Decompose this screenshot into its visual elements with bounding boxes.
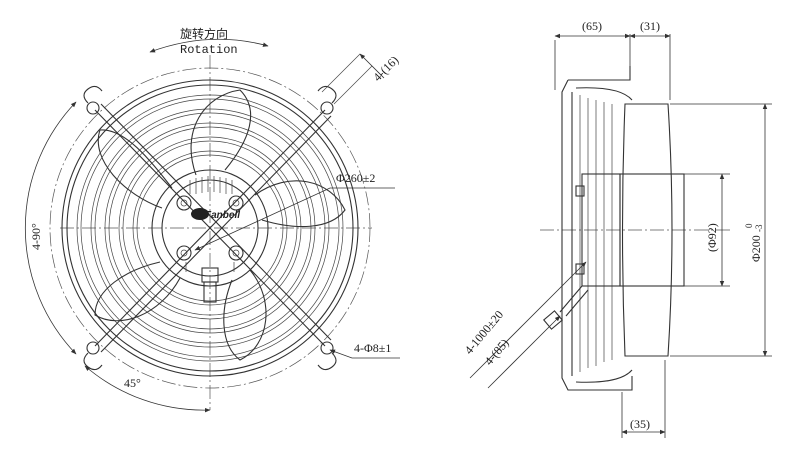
- guard-struts: [83, 85, 337, 371]
- diameter-frame-tol-lower: -3: [754, 224, 764, 232]
- mount-hole-marks: [86, 101, 334, 355]
- diameter-frame-main: Φ200: [749, 235, 763, 262]
- depth-motor-label: (31): [640, 19, 660, 33]
- hub-bolts: [176, 195, 244, 261]
- front-view: Fanbell 旋转方向 Rotation 4-90° 45° Φ260±2 4…: [25, 26, 401, 413]
- side-cable: [543, 285, 589, 330]
- diameter-guard-leader: [194, 187, 395, 251]
- rotation-arrow: [149, 38, 269, 53]
- rotation-label-cn: 旋转方向: [180, 26, 228, 41]
- slot-width-label: 4-(16): [370, 53, 401, 84]
- depth-total-label: (65): [582, 19, 602, 33]
- brand-logo: Fanbell: [191, 208, 240, 221]
- diameter-motor-label: (Φ92): [705, 223, 719, 252]
- mount-holes-leader: [329, 349, 400, 359]
- side-motor: [581, 103, 685, 357]
- side-bolts: [575, 185, 585, 275]
- rotation-label-en: Rotation: [180, 43, 238, 57]
- bottom-depth-label: (35): [630, 417, 650, 431]
- diameter-frame-tol-upper: 0: [744, 223, 754, 228]
- fan-blades: [94, 89, 346, 361]
- angle-45-arc: [84, 365, 211, 413]
- angle-45-label: 45°: [124, 376, 141, 390]
- cable-gland: [201, 267, 219, 303]
- side-guard: [561, 66, 633, 391]
- diameter-guard-label: Φ260±2: [336, 171, 375, 185]
- angle-90-arc: [25, 101, 77, 355]
- motor-hub: [151, 169, 269, 287]
- diameter-frame-label: Φ200 0 -3: [744, 223, 764, 262]
- slot-marks: [321, 53, 373, 105]
- angle-90-label: 4-90°: [29, 223, 43, 250]
- cable-offset-leader: [487, 315, 561, 389]
- cable-length-leader: [469, 261, 587, 379]
- slot-dim-line: [359, 53, 385, 79]
- side-view: (65) (31) (Φ92) Φ200 0 -3 4-1000±20 4-(8…: [462, 19, 772, 438]
- brand-logo-text: Fanbell: [205, 210, 240, 221]
- mount-holes-label: 4-Φ8±1: [354, 341, 391, 355]
